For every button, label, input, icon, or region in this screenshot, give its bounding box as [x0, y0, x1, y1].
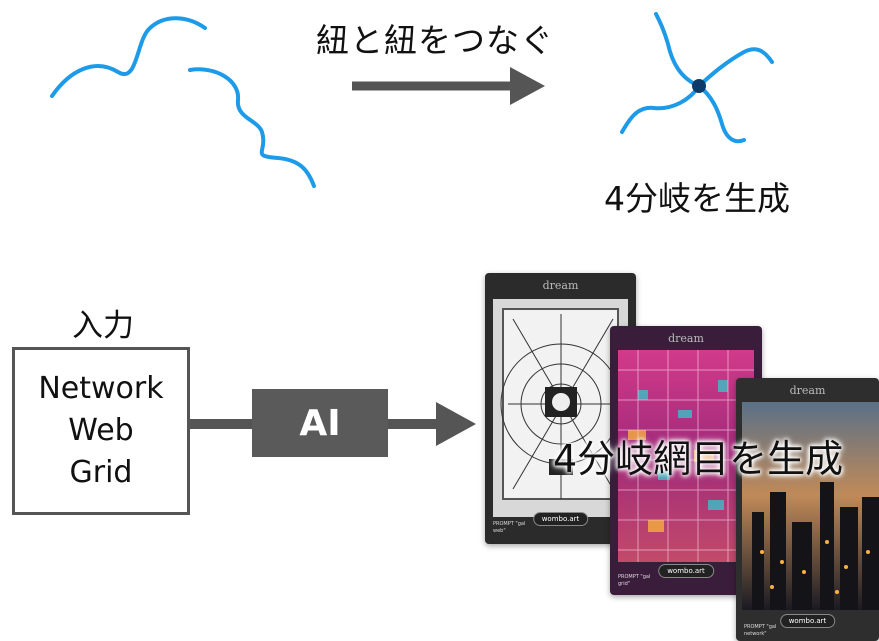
input-box: Network Web Grid [12, 347, 190, 515]
card-brand: wombo.art [532, 512, 589, 526]
top-title: 紐と紐をつなぐ [316, 21, 554, 60]
card-image-network [742, 402, 879, 610]
string-left-lower [188, 67, 316, 188]
bottom-arrow-head [436, 402, 476, 446]
generated-card-web: dream wombo.art PROMPT "gal web" [485, 273, 636, 544]
result-label: 4分岐網目を生成 [553, 437, 844, 481]
branch-label: 4分岐を生成 [604, 179, 790, 218]
card-header: dream [542, 279, 579, 292]
string-knot-top-left [654, 12, 701, 88]
card-header: dream [789, 384, 826, 397]
generated-card-network: dream wombo.art PROMPT "gal network" [736, 378, 879, 641]
string-left-upper [50, 16, 207, 98]
card-image-grid [618, 350, 754, 562]
ai-box: AI [252, 389, 388, 457]
card-brand: wombo.art [658, 564, 714, 578]
input-word: Grid [69, 455, 133, 490]
string-knot-bottom-right [697, 84, 746, 144]
card-prompt: PROMPT "gal network" [744, 624, 777, 637]
card-prompt: PROMPT "gal web" [493, 521, 526, 534]
card-brand: wombo.art [779, 614, 836, 628]
input-word: Network [38, 371, 164, 406]
card-header: dream [668, 332, 704, 345]
top-arrow-head [510, 67, 545, 105]
knot-dot [692, 79, 706, 93]
input-word: Web [68, 413, 134, 448]
input-label: 入力 [72, 308, 134, 344]
string-knot-bottom-left [620, 84, 701, 134]
card-image-web [493, 299, 628, 517]
card-prompt: PROMPT "gal grid" [618, 574, 651, 587]
string-knot-top-right [697, 47, 774, 88]
